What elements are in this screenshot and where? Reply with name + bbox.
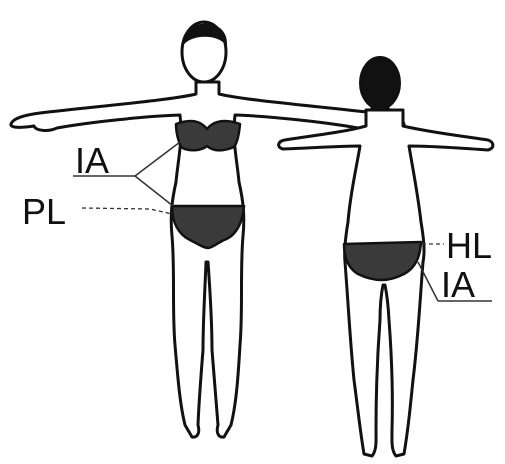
front-figure	[11, 22, 404, 437]
back-ia-annotation: IA	[418, 262, 492, 305]
front-ia-leader-bottom	[135, 176, 173, 206]
front-head	[182, 22, 226, 82]
front-pl-annotation: PL	[22, 191, 172, 232]
back-hl-annotation: HL	[422, 225, 492, 266]
front-ia-annotation: IA	[73, 140, 180, 206]
back-hl-label: HL	[446, 225, 492, 266]
front-pl-label: PL	[22, 191, 66, 232]
front-pl-leader	[82, 208, 172, 214]
front-ia-label: IA	[75, 140, 109, 181]
back-ia-label: IA	[441, 264, 475, 305]
front-ia-leader-bra	[135, 142, 180, 176]
